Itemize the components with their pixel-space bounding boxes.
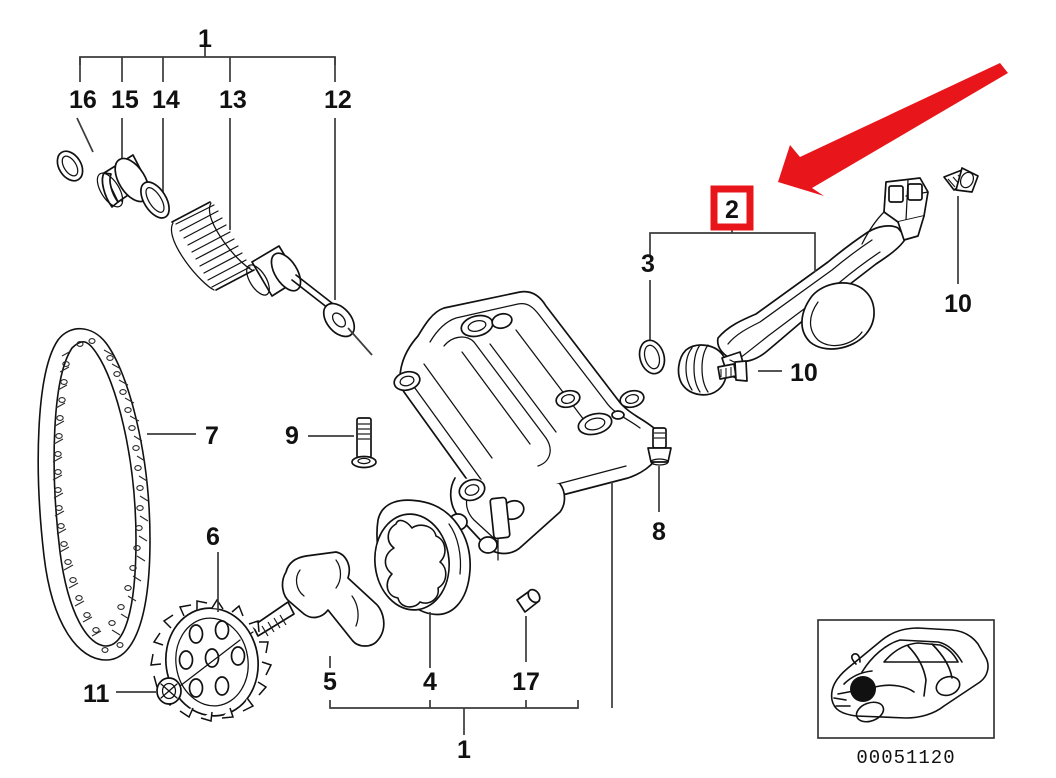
- location-marker-dot: [850, 676, 876, 702]
- callout-6: 6: [206, 523, 220, 551]
- part-suction-pipe: [677, 177, 929, 396]
- callout-3: 3: [641, 250, 655, 278]
- car-illustration: [830, 627, 989, 723]
- part-dowel-pin: [516, 588, 541, 613]
- chain-links: [52, 338, 149, 653]
- callout-17: 17: [512, 668, 540, 696]
- part-valve-o-ring: [56, 150, 84, 182]
- callout-4: 4: [423, 668, 437, 696]
- bottom-bracket-rail: [329, 700, 579, 709]
- part-drive-sprocket: [150, 598, 273, 722]
- part-valve-washer: [140, 181, 170, 219]
- part-oil-pump-housing: [393, 290, 661, 561]
- callout-2: 2: [725, 196, 739, 224]
- pipe-mount-bracket: [861, 177, 929, 245]
- part-hex-bolt-long: [351, 417, 377, 469]
- part-pipe-o-ring: [638, 339, 666, 375]
- part-shaft-nut: [156, 677, 182, 705]
- callout-5: 5: [323, 668, 337, 696]
- callout-1-top: 1: [198, 25, 212, 53]
- callout-13: 13: [219, 86, 247, 114]
- red-pointer-arrow: [778, 63, 1008, 196]
- leader-16: [76, 117, 94, 153]
- callout-1-bottom: 1: [457, 736, 471, 764]
- callout-10-upper: 10: [944, 290, 972, 318]
- part-valve-spring: [170, 201, 255, 291]
- callout-10-lower: 10: [790, 359, 818, 387]
- part-timing-chain: [37, 327, 151, 661]
- part-rotor-shaft: [227, 551, 385, 649]
- callout-11: 11: [83, 680, 110, 708]
- part-pump-rotor: [374, 499, 471, 616]
- diagram-number: 00051120: [856, 747, 955, 769]
- callout-15: 15: [111, 86, 139, 114]
- top-bracket-rail: [79, 56, 336, 65]
- callout-14: 14: [152, 86, 180, 114]
- bottom-bracket-group: 1: [329, 700, 579, 764]
- bracket-2-rail: [649, 232, 816, 240]
- sprocket-holes: [178, 620, 246, 698]
- callout-12: 12: [324, 86, 352, 114]
- part-hex-bolt-10-lower: [717, 360, 748, 382]
- callout-7: 7: [205, 422, 219, 450]
- part-relief-valve-piston: [246, 245, 373, 356]
- top-bracket-group: 1: [79, 25, 336, 82]
- callout-2-highlight-box: [710, 185, 754, 231]
- part-hex-bolt-10-upper: [943, 167, 979, 193]
- callout-8: 8: [652, 518, 666, 546]
- vehicle-location-inset: 00051120: [817, 619, 995, 769]
- callout-16: 16: [69, 86, 97, 114]
- callout-9: 9: [285, 422, 299, 450]
- part-hex-bolt-8: [647, 427, 672, 466]
- leader-piston-tip: [347, 327, 373, 356]
